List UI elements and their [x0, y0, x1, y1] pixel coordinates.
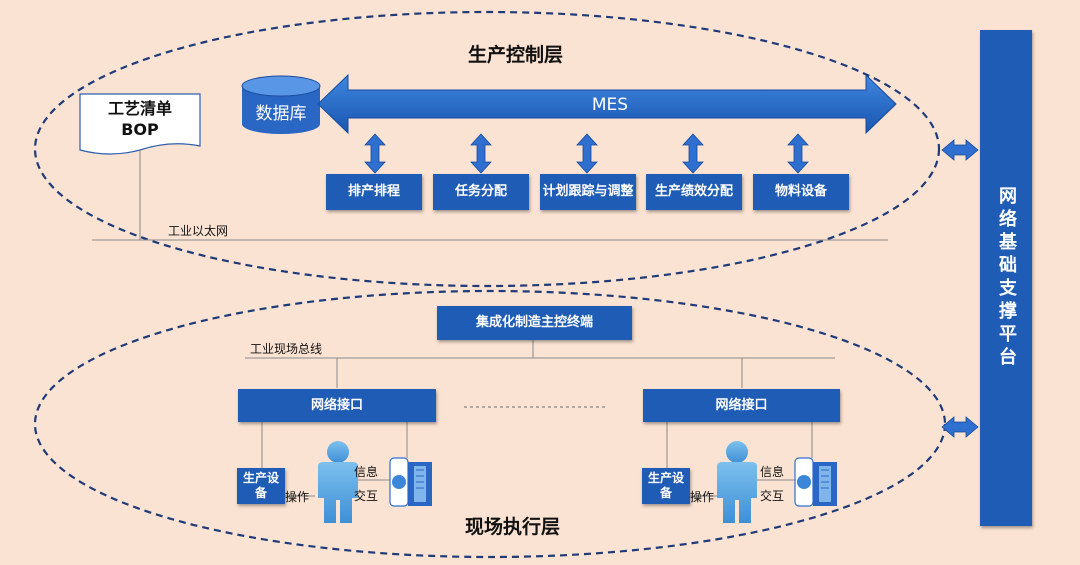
module-plan-tracking: 计划跟踪与调整: [540, 174, 636, 210]
terminal-device-icon: [794, 457, 837, 507]
terminal-device-icon: [389, 457, 432, 507]
production-control-layer-ellipse: [33, 10, 941, 288]
operator-person-icon: [717, 441, 757, 523]
interact-label: 交互: [354, 489, 379, 503]
module-task-assignment: 任务分配: [433, 174, 529, 210]
mes-label: MES: [591, 95, 629, 115]
module-materials-equipment: 物料设备: [753, 174, 849, 210]
database-label: 数据库: [255, 103, 307, 124]
info-label: 信息: [760, 465, 785, 479]
interact-label: 交互: [760, 489, 785, 503]
bop-label-line1: 工艺清单: [107, 99, 172, 118]
bop-label: 工艺清单 BOP: [80, 98, 200, 140]
ethernet-label: 工业以太网: [168, 224, 229, 238]
network-platform-label: 网络基础支撑平台: [996, 186, 1017, 370]
platform-link-arrow-top: [941, 139, 979, 161]
operate-label: 操作: [690, 490, 715, 504]
operator-person-icon: [318, 441, 358, 523]
module-performance: 生产绩效分配: [646, 174, 742, 210]
mes-double-arrow: [317, 73, 897, 135]
fieldbus-label: 工业现场总线: [250, 342, 323, 356]
module-vertical-arrows: [364, 133, 809, 174]
database-cylinder-shape: [241, 75, 321, 134]
network-interface-box: 网络接口: [643, 389, 840, 422]
bop-document-shape: [79, 93, 201, 155]
field-execution-layer-title: 现场执行层: [465, 516, 561, 538]
production-control-layer-title: 生产控制层: [468, 44, 564, 66]
bop-label-line2: BOP: [121, 120, 159, 139]
production-equipment-box: 生产设备: [642, 468, 690, 504]
info-label: 信息: [354, 465, 379, 479]
network-interface-box: 网络接口: [238, 389, 436, 422]
production-equipment-box: 生产设备: [237, 468, 285, 504]
platform-link-arrow-bottom: [941, 416, 979, 438]
module-scheduling: 排产排程: [326, 174, 422, 210]
main-control-terminal: 集成化制造主控终端: [437, 306, 632, 340]
network-platform-bar: 网络基础支撑平台: [980, 30, 1032, 526]
operate-label: 操作: [285, 490, 310, 504]
